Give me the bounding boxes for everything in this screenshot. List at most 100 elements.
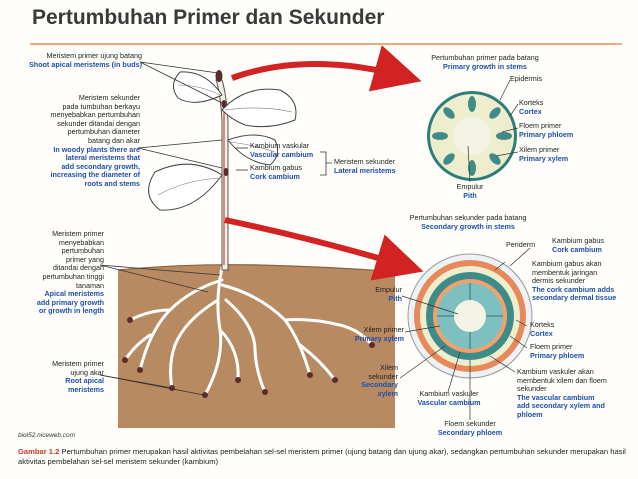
vasc-desc-en-line: The vascular cambium [517,392,595,402]
page-title: Pertumbuhan Primer dan Sekunder [32,6,385,29]
sec-cork-cambium-en: Cork cambium [552,244,602,254]
sec-primary-phloem-id: Floem primer [530,342,573,351]
pith-label: Empulur Pith [448,182,492,200]
secondary-id-line: batang dan akar [88,135,140,145]
secondary-id-line: pertumbuhan diameter [67,127,140,137]
primary-en-line: or growth in length [38,306,104,316]
sec-primary-xylem-id: Xilem primer [363,325,404,334]
root-apical-en-line: Root apical [65,376,104,386]
sec-pith-id: Empulur [375,285,402,294]
sec-cortex-id: Korteks [530,320,555,329]
secondary-en-line: roots and stems [84,178,140,188]
epidermis-label: Epidermis [510,74,542,83]
cortex-label: Korteks Cortex [519,98,544,116]
primary-id-line: primer yang [66,254,104,264]
vascular-description: Kambium vaskuler akan membentuk xilem da… [517,367,633,420]
secondary-phloem-id: Floem sekunder [444,419,496,428]
primary-xylem-id: Xilem primer [519,145,560,154]
sec-cortex-label: Korteks Cortex [530,320,555,338]
lateral-meristem-label: Meristem sekunder Lateral meristems [334,157,414,175]
source-credit: biol52.niceweb.com [18,432,76,439]
sec-cortex-en: Cortex [530,328,553,338]
primary-meristem-label: Meristem primer menyebabkan pertumbuhan … [14,229,104,316]
primary-heading-id: Pertumbuhan primer pada batang [431,53,539,62]
vascular-cambium-en: Vascular cambium [250,149,314,159]
arrow-secondary [224,217,424,281]
primary-xylem-en: Primary xylem [519,153,569,163]
vasc-desc-en-line: phloem [517,409,543,419]
shoot-apical-en: Shoot apical meristems (in buds) [28,59,142,69]
root-apical-id-line: Meristem primer [52,359,104,368]
lateral-meristem-id: Meristem sekunder [334,157,396,166]
vasc-desc-id-line: sekunder [517,384,547,394]
secondary-heading-en: Secondary growth in stems [421,221,515,231]
title-divider [30,43,622,45]
vasc-desc-id-line: Kambium vaskuler akan [517,367,594,376]
cortex-en: Cortex [519,106,542,116]
primary-id-line: Meristem primer [52,229,104,238]
secondary-xylem-en-line: xylem [377,388,398,398]
root-apical-en-line: meristems [68,384,104,394]
sec-cork-cambium-id: Kambium gabus [552,236,604,245]
secondary-xylem-label: Xilem sekunder Secondary xylem [346,363,398,398]
secondary-phloem-en: Secondary phloem [437,427,503,437]
sec-pith-label: Empulur Pith [350,285,402,303]
primary-phloem-en: Primary phloem [519,129,574,139]
secondary-id-line: menyebabkan pertumbuhan [50,110,140,120]
leader-lines [99,61,332,396]
sec-vascular-cambium-en: Vascular cambium [417,397,481,407]
secondary-id-line: sekunder ditandai dengan [57,118,140,128]
soil-area [118,264,395,428]
cork-cambium-id: Kambium gabus [250,163,302,172]
cork-desc-id-line: membentuk jaringan [532,267,598,277]
primary-stem-section [427,79,519,183]
primary-en-line: add primary growth [36,297,104,307]
cortex-id: Korteks [519,98,544,107]
secondary-id-line: Meristem sekunder [78,93,140,102]
sec-cork-cambium-label: Kambium gabus Cork cambium [552,236,604,254]
vascular-cambium-id: Kambium vaskular [250,141,310,150]
primary-phloem-id: Floem primer [519,121,562,130]
cork-cambium-label: Kambium gabus Cork cambium [250,163,322,181]
lateral-meristem-en: Lateral meristems [334,165,396,175]
primary-id-line: menyebabkan [58,237,104,247]
root-apical-id-line: ujung akar [70,367,104,377]
secondary-en-line: add secondary growth, [61,161,140,171]
primary-xylem-label: Xilem primer Primary xylem [519,145,569,163]
caption-text: Pertumbuhan primer merupakan hasil aktiv… [18,447,626,467]
secondary-en-line: increasing the diameter of [50,170,140,180]
primary-phloem-label: Floem primer Primary phloem [519,121,574,139]
secondary-heading-id: Pertumbuhan sekunder pada batang [409,213,527,222]
figure-caption: Gambar 1.2 Pertumbuhan primer merupakan … [18,447,630,468]
cork-desc-en-line: secondary dermal tissue [532,293,617,303]
secondary-xylem-id-line: Xilem [380,363,398,372]
sec-vascular-cambium-id: Kambium vaskuler [419,389,479,398]
vascular-cambium-label: Kambium vaskular Vascular cambium [250,141,322,159]
shoot-apical-label: Meristem primer ujung batang Shoot apica… [14,51,142,69]
pith-en: Pith [463,190,477,200]
primary-id-line: tanaman [76,280,104,290]
cork-desc-id-line: Kambium gabus akan [532,259,602,268]
primary-en-line: Apical meristems [44,289,104,299]
periderm-label: Periderm [506,240,536,249]
cork-description: Kambium gabus akan membentuk jaringan de… [532,259,636,303]
primary-id-line: ditandai dengan [52,263,104,273]
secondary-phloem-label: Floem sekunder Secondary phloem [425,419,515,437]
root-system [123,266,374,397]
vasc-desc-id-line: membentuk xilem dan floem [517,375,607,385]
primary-id-line: pertumbuhan [61,246,104,256]
sec-primary-phloem-label: Floem primer Primary phloem [530,342,585,360]
primary-id-line: pertumbuhan tinggi [42,271,104,281]
secondary-en-line: lateral meristems that [65,153,140,163]
primary-section-heading: Pertumbuhan primer pada batang Primary g… [420,53,550,71]
sec-primary-xylem-en: Primary xylem [354,333,404,343]
shoot-apical-id: Meristem primer ujung batang [46,51,142,60]
caption-key: Gambar 1.2 [18,447,60,456]
cork-cambium-en: Cork cambium [250,171,300,181]
sec-primary-phloem-en: Primary phloem [530,350,585,360]
secondary-id-line: pada tumbuhan berkayu [62,101,140,111]
sec-pith-en: Pith [388,293,402,303]
cork-desc-id-line: dermis sekunder [532,276,586,286]
root-apical-label: Meristem primer ujung akar Root apical m… [14,359,104,394]
